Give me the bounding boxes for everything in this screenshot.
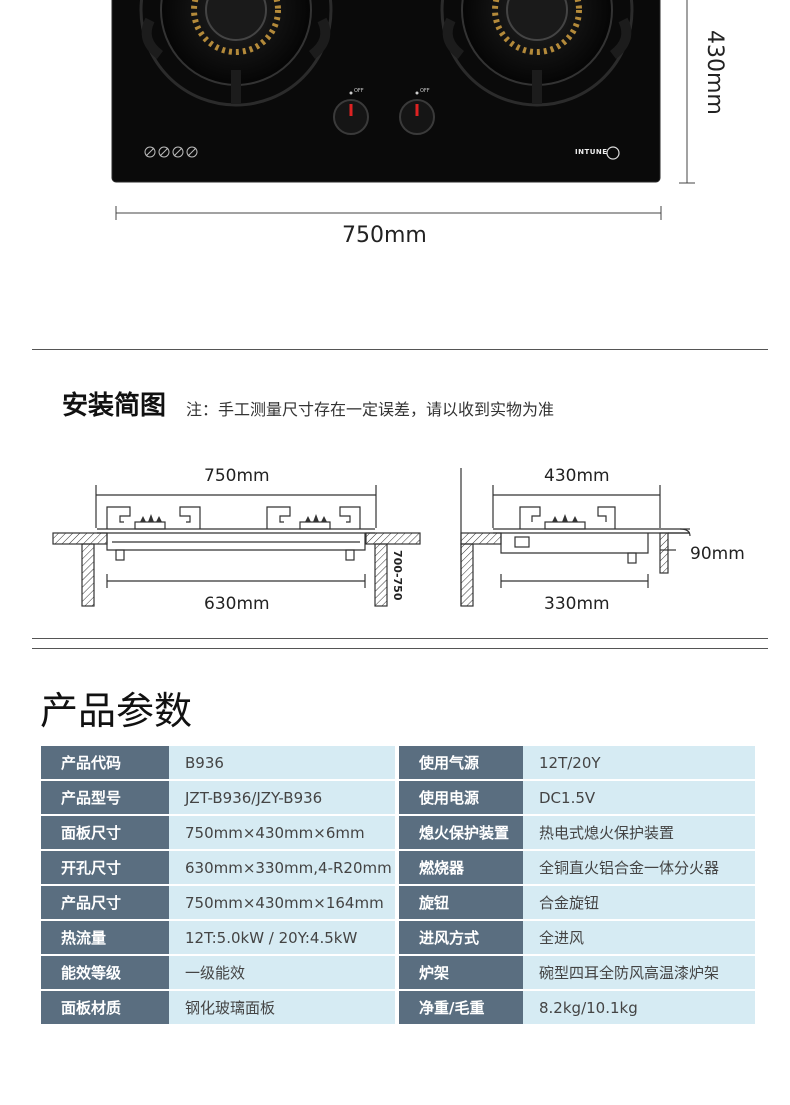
spec-gap bbox=[395, 780, 399, 816]
front-top-label: 750mm bbox=[204, 466, 270, 486]
safety-icons bbox=[144, 146, 198, 158]
right-knob-icon bbox=[399, 99, 435, 135]
side-bottom-label: 330mm bbox=[544, 594, 610, 614]
brand-logo-text: INTUNE bbox=[575, 148, 608, 156]
left-knob-icon bbox=[333, 99, 369, 135]
top-width-label: 750mm bbox=[342, 223, 427, 248]
front-bottom-label: 630mm bbox=[204, 594, 270, 614]
spec-value: B936 bbox=[169, 746, 395, 781]
front-side-label: 700-750 bbox=[391, 550, 404, 601]
install-note: 注：手工测量尺寸存在一定误差，请以收到实物为准 bbox=[186, 400, 555, 419]
spec-label: 开孔尺寸 bbox=[41, 850, 169, 886]
spec-value: 碗型四耳全防风高温漆炉架 bbox=[523, 955, 755, 991]
left-burner bbox=[139, 0, 333, 107]
spec-value: 一级能效 bbox=[169, 955, 395, 991]
spec-value: 12T:5.0kW / 20Y:4.5kW bbox=[169, 920, 395, 956]
spec-gap bbox=[395, 955, 399, 991]
right-burner bbox=[440, 0, 634, 107]
spec-label: 产品代码 bbox=[41, 746, 169, 781]
side-top-label: 430mm bbox=[544, 466, 610, 486]
spec-gap bbox=[395, 850, 399, 886]
spec-gap bbox=[395, 920, 399, 956]
spec-label: 使用电源 bbox=[399, 780, 523, 816]
section-divider-mid2 bbox=[32, 648, 768, 649]
spec-label: 旋钮 bbox=[399, 885, 523, 921]
top-height-label: 430mm bbox=[702, 30, 727, 115]
cooktop-illustration: OFF OFF INTUNE 750mm 430mm bbox=[0, 0, 790, 260]
spec-value: 630mm×330mm,4-R20mm bbox=[169, 850, 395, 886]
spec-row: 能效等级一级能效炉架碗型四耳全防风高温漆炉架 bbox=[41, 955, 755, 991]
spec-gap bbox=[395, 815, 399, 851]
spec-label: 燃烧器 bbox=[399, 850, 523, 886]
spec-value: DC1.5V bbox=[523, 780, 755, 816]
spec-label: 面板尺寸 bbox=[41, 815, 169, 851]
spec-value: 合金旋钮 bbox=[523, 885, 755, 921]
section-divider-top bbox=[32, 349, 768, 350]
spec-label: 面板材质 bbox=[41, 990, 169, 1026]
spec-value: 12T/20Y bbox=[523, 746, 755, 781]
params-title: 产品参数 bbox=[40, 689, 193, 733]
install-diagram-svg bbox=[52, 468, 691, 607]
spec-gap bbox=[395, 885, 399, 921]
spec-label: 净重/毛重 bbox=[399, 990, 523, 1026]
left-knob-off-label: OFF bbox=[354, 88, 364, 94]
section-divider-mid1 bbox=[32, 638, 768, 639]
install-title: 安装简图 bbox=[62, 391, 167, 421]
spec-label: 进风方式 bbox=[399, 920, 523, 956]
side-depth-label: 90mm bbox=[690, 544, 745, 564]
spec-value: JZT-B936/JZY-B936 bbox=[169, 780, 395, 816]
spec-value: 750mm×430mm×164mm bbox=[169, 885, 395, 921]
spec-value: 全铜直火铝合金一体分火器 bbox=[523, 850, 755, 886]
spec-value: 全进风 bbox=[523, 920, 755, 956]
spec-gap bbox=[395, 990, 399, 1026]
spec-value: 热电式熄火保护装置 bbox=[523, 815, 755, 851]
right-knob-off-label: OFF bbox=[420, 88, 430, 94]
install-diagram: 750mm 630mm 700-750 430mm 330mm 90mm bbox=[0, 450, 790, 630]
spec-gap bbox=[395, 746, 399, 781]
spec-value: 钢化玻璃面板 bbox=[169, 990, 395, 1026]
spec-label: 炉架 bbox=[399, 955, 523, 991]
spec-label: 熄火保护装置 bbox=[399, 815, 523, 851]
spec-label: 使用气源 bbox=[399, 746, 523, 781]
spec-label: 热流量 bbox=[41, 920, 169, 956]
cooktop-svg bbox=[111, 0, 695, 220]
spec-value: 750mm×430mm×6mm bbox=[169, 815, 395, 851]
spec-label: 产品型号 bbox=[41, 780, 169, 816]
spec-label: 能效等级 bbox=[41, 955, 169, 991]
spec-label: 产品尺寸 bbox=[41, 885, 169, 921]
spec-value: 8.2kg/10.1kg bbox=[523, 990, 755, 1026]
